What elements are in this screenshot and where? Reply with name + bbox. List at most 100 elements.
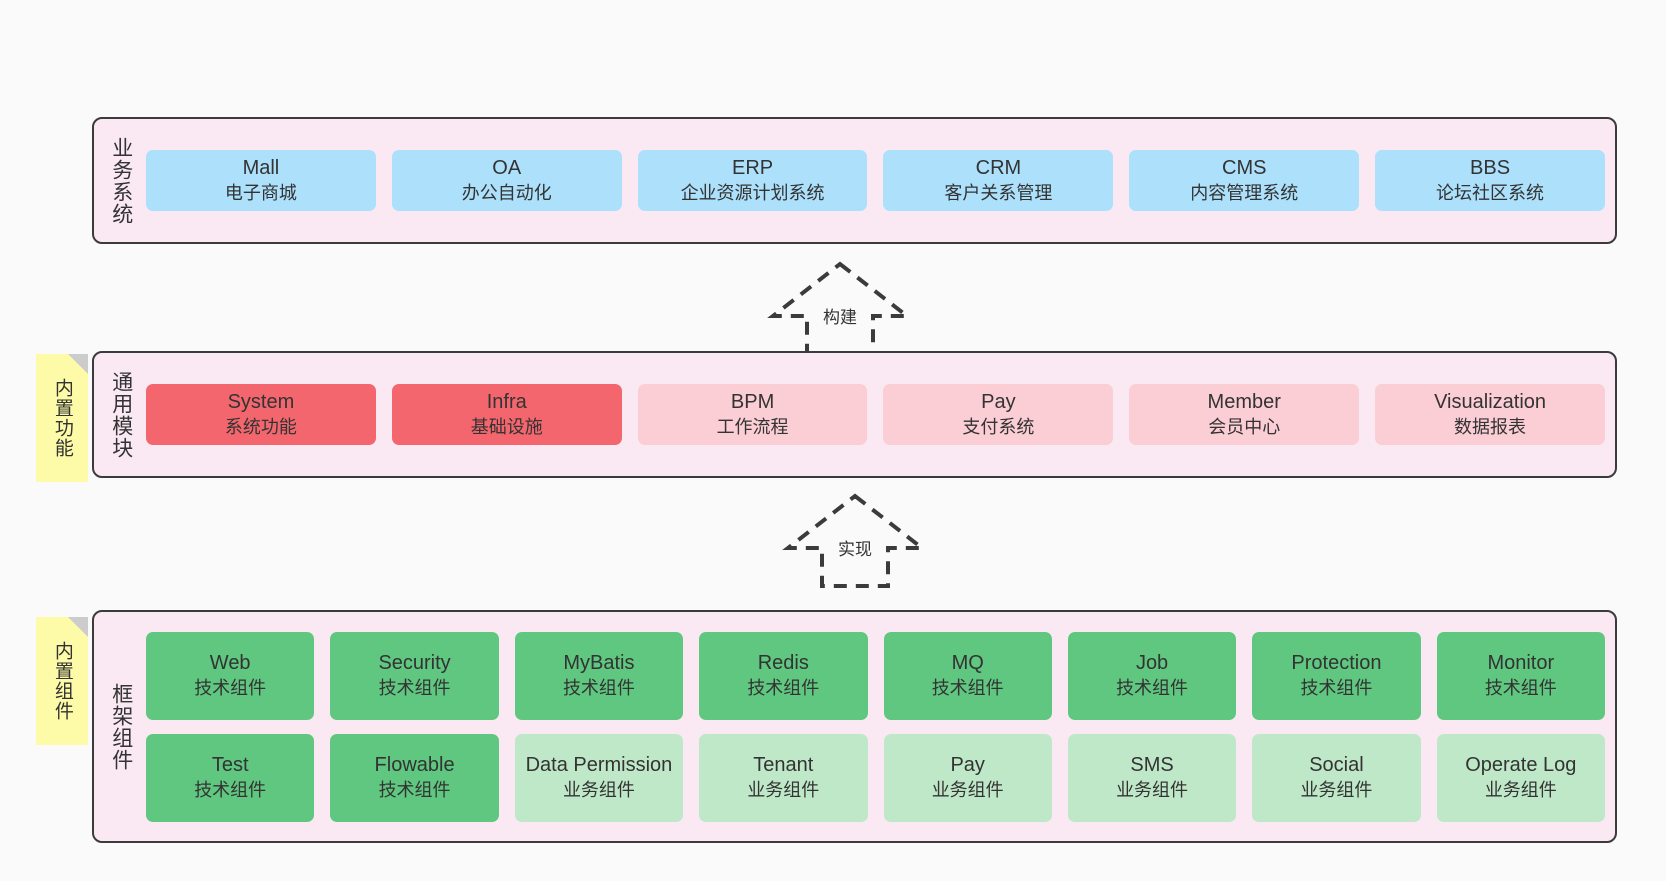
card-protection[interactable]: Protection 技术组件 [1252,631,1421,720]
card-monitor[interactable]: Monitor 技术组件 [1436,631,1605,720]
card-job[interactable]: Job 技术组件 [1067,631,1237,720]
folded-corner-icon [68,354,88,374]
card-subtitle: 技术组件 [931,677,1004,698]
card-mybatis[interactable]: MyBatis 技术组件 [514,631,684,720]
card-erp[interactable]: ERP 企业资源计划系统 [637,150,868,211]
card-subtitle: 系统功能 [224,416,297,437]
card-title: Web [209,652,251,675]
dashed-up-arrow-icon [767,261,913,356]
card-subtitle: 企业资源计划系统 [680,182,825,203]
layer-title-business-system: 业务系统 [109,136,133,225]
card-title: MQ [951,652,984,675]
card-pay[interactable]: Pay 支付系统 [883,384,1114,445]
sticky-note-label: 内置组件 [51,641,73,721]
card-title: Tenant [753,754,814,777]
card-title: CRM [975,157,1022,180]
card-title: Monitor [1487,652,1555,675]
card-bpm[interactable]: BPM 工作流程 [637,384,868,445]
card-mall[interactable]: Mall 电子商城 [146,150,376,211]
card-pay-business[interactable]: Pay 业务组件 [883,733,1052,822]
card-title: Security [378,652,451,675]
arrow-implement: 实现 [770,490,940,590]
card-title: ERP [732,157,774,180]
layer-title-common-module: 通用模块 [109,370,133,459]
card-title: Flowable [374,754,455,777]
card-subtitle: 数据报表 [1454,416,1527,437]
card-title: CMS [1222,157,1267,180]
card-title: Test [211,754,249,777]
card-title: Social [1309,754,1364,777]
card-row: Web 技术组件 Security 技术组件 MyBatis 技术组件 Redi… [146,631,1605,720]
card-sms[interactable]: SMS 业务组件 [1067,733,1237,822]
arrow-build: 构建 [755,258,925,358]
card-mq[interactable]: MQ 技术组件 [883,631,1052,720]
dashed-up-arrow-icon [782,493,928,588]
arrow-label-implement: 实现 [838,540,872,559]
card-visualization[interactable]: Visualization 数据报表 [1375,384,1605,445]
card-tenant[interactable]: Tenant 业务组件 [699,733,868,822]
layer-framework-component: 框架组件 Web 技术组件 Security 技术组件 MyBatis 技术组件… [92,610,1617,843]
card-subtitle: 支付系统 [962,416,1035,437]
card-subtitle: 业务组件 [931,779,1004,800]
layer-common-module: 通用模块 System 系统功能 Infra 基础设施 BPM 工作流程 Pay… [92,351,1617,478]
layer-business-system: 业务系统 Mall 电子商城 OA 办公自动化 ERP 企业资源计划系统 CRM… [92,117,1617,244]
card-title: Protection [1291,652,1382,675]
card-subtitle: 技术组件 [194,677,267,698]
sticky-note-label: 内置功能 [51,378,73,458]
card-title: Operate Log [1465,754,1577,777]
card-title: Member [1207,391,1281,414]
card-data-permission[interactable]: Data Permission 业务组件 [514,733,684,822]
card-row: Mall 电子商城 OA 办公自动化 ERP 企业资源计划系统 CRM 客户关系… [146,150,1605,211]
card-subtitle: 客户关系管理 [944,182,1053,203]
card-redis[interactable]: Redis 技术组件 [699,631,868,720]
card-subtitle: 技术组件 [194,779,267,800]
card-title: MyBatis [563,652,635,675]
card-title: Data Permission [525,754,673,777]
card-crm[interactable]: CRM 客户关系管理 [883,150,1114,211]
card-title: OA [492,157,522,180]
card-test[interactable]: Test 技术组件 [146,733,315,822]
sticky-note-builtin-features: 内置功能 [36,354,88,482]
card-title: BPM [730,391,775,414]
card-subtitle: 论坛社区系统 [1436,182,1545,203]
card-cms[interactable]: CMS 内容管理系统 [1129,150,1360,211]
layer-body-common-module: System 系统功能 Infra 基础设施 BPM 工作流程 Pay 支付系统… [142,361,1605,468]
card-security[interactable]: Security 技术组件 [330,631,499,720]
card-subtitle: 技术组件 [378,677,451,698]
card-subtitle: 业务组件 [1484,779,1557,800]
card-operate-log[interactable]: Operate Log 业务组件 [1436,733,1605,822]
card-subtitle: 办公自动化 [461,182,552,203]
card-subtitle: 技术组件 [562,677,635,698]
card-row: Test 技术组件 Flowable 技术组件 Data Permission … [146,733,1605,822]
card-subtitle: 技术组件 [1484,677,1557,698]
card-subtitle: 技术组件 [1116,677,1189,698]
card-oa[interactable]: OA 办公自动化 [391,150,622,211]
card-title: BBS [1470,157,1511,180]
card-subtitle: 技术组件 [378,779,451,800]
card-title: Pay [981,391,1016,414]
card-title: SMS [1130,754,1174,777]
card-subtitle: 内容管理系统 [1190,182,1299,203]
card-system[interactable]: System 系统功能 [146,384,376,445]
card-title: Visualization [1434,391,1547,414]
card-web[interactable]: Web 技术组件 [146,631,315,720]
folded-corner-icon [68,617,88,637]
card-title: Infra [486,391,527,414]
card-subtitle: 技术组件 [1300,677,1373,698]
card-title: Pay [950,754,985,777]
card-flowable[interactable]: Flowable 技术组件 [330,733,499,822]
card-subtitle: 业务组件 [562,779,635,800]
card-bbs[interactable]: BBS 论坛社区系统 [1375,150,1605,211]
card-subtitle: 业务组件 [747,779,820,800]
card-subtitle: 业务组件 [1116,779,1189,800]
card-infra[interactable]: Infra 基础设施 [391,384,622,445]
card-subtitle: 基础设施 [470,416,543,437]
card-row: System 系统功能 Infra 基础设施 BPM 工作流程 Pay 支付系统… [146,384,1605,445]
card-subtitle: 会员中心 [1208,416,1281,437]
sticky-note-builtin-components: 内置组件 [36,617,88,745]
card-member[interactable]: Member 会员中心 [1129,384,1360,445]
card-title: Redis [757,652,809,675]
card-subtitle: 电子商城 [224,182,297,203]
card-social[interactable]: Social 业务组件 [1252,733,1421,822]
